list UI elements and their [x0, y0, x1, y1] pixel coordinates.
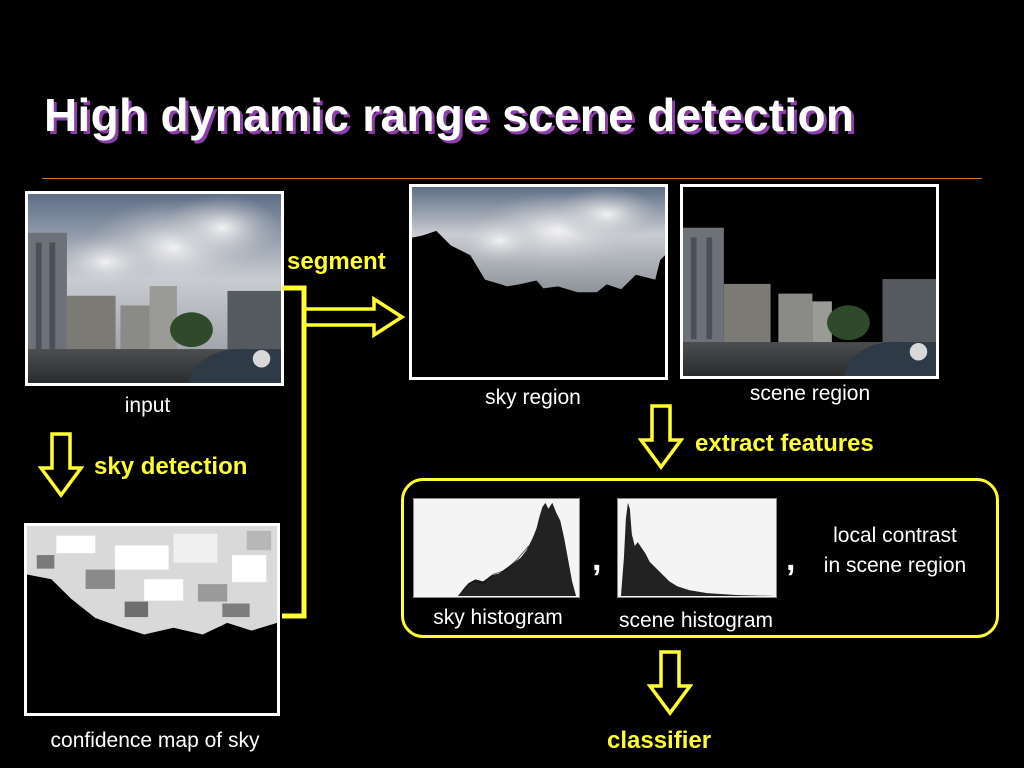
extract-features-down-arrow-icon [638, 404, 684, 470]
confidence-map-caption: confidence map of sky [50, 729, 260, 752]
sky-region-photo [409, 184, 668, 380]
bracket-connector-icon [282, 285, 307, 619]
sky-histogram [413, 498, 580, 598]
sky-region-caption: sky region [485, 386, 581, 409]
input-caption: input [124, 394, 171, 417]
input-photo [25, 191, 284, 386]
title-divider [42, 178, 982, 179]
classifier-label: classifier [607, 727, 712, 754]
sky-detection-down-arrow-icon [38, 432, 84, 498]
segment-right-arrow-icon [302, 296, 406, 338]
slide-title: High dynamic range scene detection [44, 89, 855, 141]
scene-region-photo [680, 184, 939, 379]
sky-detection-label: sky detection [94, 453, 248, 480]
sky-histogram-caption: sky histogram [433, 606, 563, 629]
classifier-down-arrow-icon [647, 650, 693, 716]
comma-separator-2: , [786, 540, 796, 578]
feature-box [401, 478, 999, 638]
segment-label: segment [287, 248, 386, 275]
local-contrast-line-2: in scene region [823, 554, 967, 577]
local-contrast-text: local contrast in scene region [805, 521, 985, 581]
scene-histogram [617, 498, 777, 598]
scene-region-caption: scene region [749, 382, 871, 405]
local-contrast-line-1: local contrast [833, 524, 957, 547]
scene-histogram-caption: scene histogram [618, 609, 774, 632]
confidence-map-photo [24, 523, 280, 716]
extract-features-label: extract features [695, 430, 874, 457]
comma-separator-1: , [592, 540, 602, 578]
